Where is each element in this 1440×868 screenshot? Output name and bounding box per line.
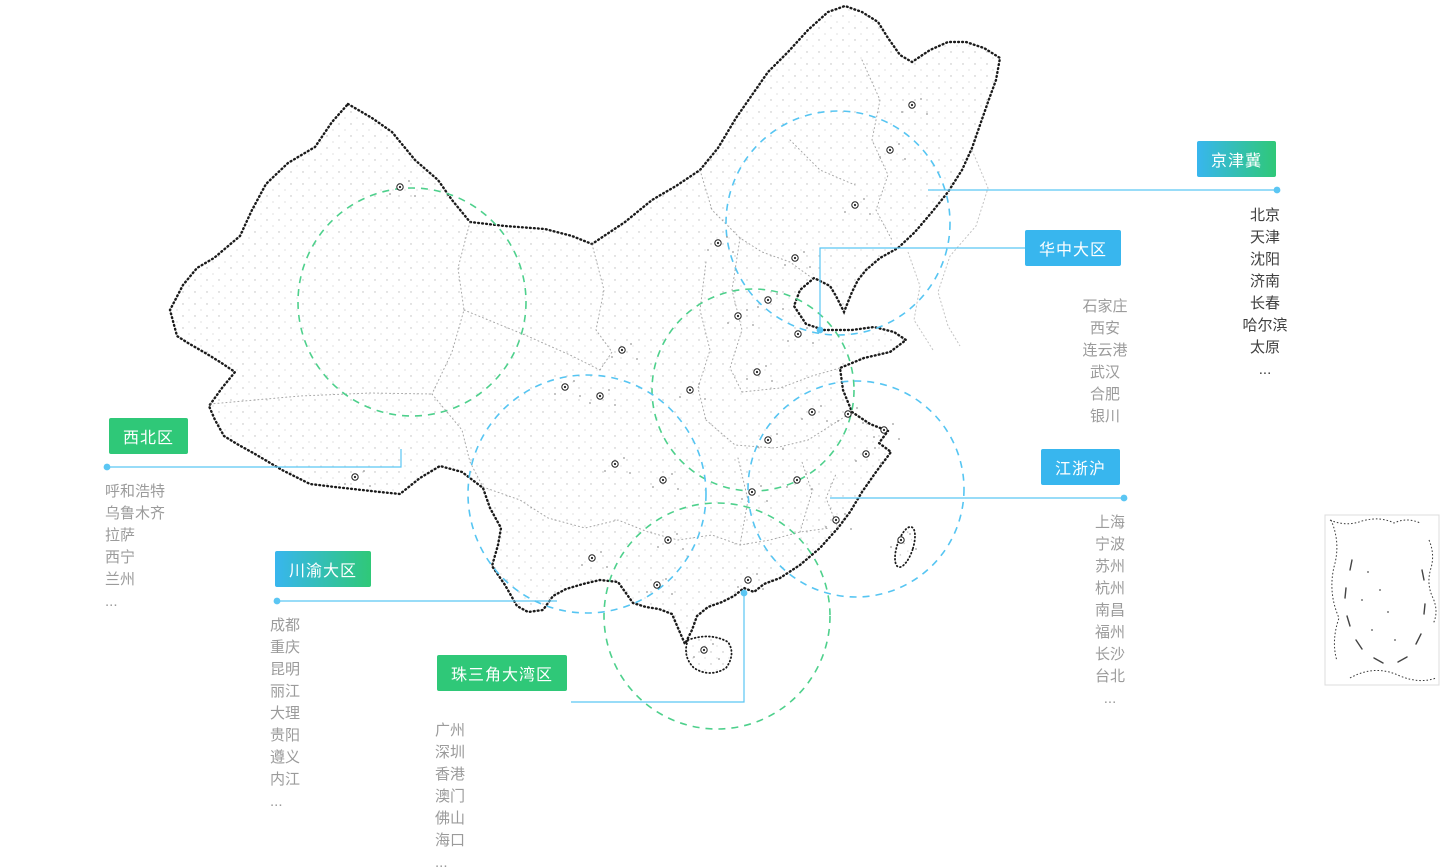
city-item: 台北	[1094, 668, 1125, 685]
circle-chuanyu	[467, 374, 707, 614]
region-label-chuanyu[interactable]: 川渝大区	[275, 551, 372, 587]
region-label-zhusanjiao[interactable]: 珠三角大湾区	[437, 655, 568, 691]
city-item: 哈尔滨	[1242, 317, 1288, 334]
city-item: 拉萨	[105, 527, 136, 544]
connector-zhusanjiao	[571, 593, 745, 703]
city-item: 遵义	[270, 749, 301, 766]
city-list-xibei: 呼和浩特乌鲁木齐拉萨西宁兰州...	[105, 481, 165, 613]
city-item: ...	[435, 854, 448, 868]
city-item: 兰州	[105, 571, 136, 588]
city-item: 昆明	[270, 661, 301, 678]
inset-islands	[1361, 571, 1396, 641]
city-item: 银川	[1089, 408, 1120, 425]
city-item: 贵阳	[270, 727, 301, 744]
city-item: 武汉	[1089, 364, 1120, 381]
city-markers	[344, 98, 928, 660]
city-list-jingjinji: 北京天津沈阳济南长春哈尔滨太原...	[1205, 205, 1325, 381]
city-item: 长春	[1249, 295, 1280, 312]
region-circles	[297, 110, 965, 730]
city-list-chuanyu: 成都重庆昆明丽江大理贵阳遵义内江...	[270, 615, 300, 813]
city-item: 沈阳	[1249, 251, 1280, 268]
city-item: 杭州	[1094, 580, 1125, 597]
city-list-jiangzhehu: 上海宁波苏州杭州南昌福州长沙台北...	[1050, 512, 1170, 710]
city-item: 成都	[270, 617, 301, 634]
city-item: 长沙	[1094, 646, 1125, 663]
city-item: 石家庄	[1082, 298, 1128, 315]
city-item: 乌鲁木齐	[105, 505, 166, 522]
city-item: 内江	[270, 771, 301, 788]
city-item: 海口	[435, 832, 466, 849]
label-connectors	[103, 186, 1281, 703]
city-item: 苏州	[1094, 558, 1125, 575]
city-item: 呼和浩特	[105, 483, 166, 500]
region-label-xibei[interactable]: 西北区	[109, 418, 189, 454]
city-item: 宁波	[1094, 536, 1125, 553]
neighbor-coastlines	[907, 149, 989, 351]
city-item: 合肥	[1089, 386, 1120, 403]
china-outline	[168, 4, 1002, 647]
city-item: ...	[1258, 361, 1272, 378]
region-label-jiangzhehu[interactable]: 江浙沪	[1041, 449, 1121, 485]
city-item: 天津	[1249, 229, 1280, 246]
city-item: 香港	[435, 766, 466, 783]
circle-zhusanjiao	[603, 502, 831, 730]
city-item: 南昌	[1094, 602, 1125, 619]
city-item: 深圳	[435, 744, 466, 761]
city-item: 重庆	[270, 639, 301, 656]
city-item: 佛山	[435, 810, 466, 827]
region-label-huazhong[interactable]: 华中大区	[1025, 230, 1122, 266]
city-item: ...	[105, 593, 118, 610]
circle-jiangzhehu	[747, 380, 965, 598]
hainan-island	[685, 635, 733, 674]
south-china-sea-inset	[1324, 514, 1440, 686]
circle-xibei	[297, 187, 527, 417]
connector-huazhong	[819, 247, 1025, 328]
city-item: 西宁	[105, 549, 136, 566]
connector-xibei	[107, 449, 402, 468]
city-item: 澳门	[435, 788, 466, 805]
city-item: 大理	[270, 705, 301, 722]
city-list-huazhong: 石家庄西安连云港武汉合肥银川	[1045, 296, 1165, 428]
city-item: 太原	[1249, 339, 1280, 356]
city-item: 西安	[1089, 320, 1120, 337]
city-item: ...	[1103, 690, 1117, 707]
region-label-jingjinji[interactable]: 京津冀	[1197, 141, 1277, 177]
taiwan-island	[894, 525, 916, 569]
city-item: 广州	[435, 722, 466, 739]
city-item: 丽江	[270, 683, 301, 700]
city-item: 北京	[1249, 207, 1280, 224]
city-item: 福州	[1094, 624, 1125, 641]
city-item: ...	[270, 793, 283, 810]
city-item: 上海	[1094, 514, 1125, 531]
city-list-zhusanjiao: 广州深圳香港澳门佛山海口...	[435, 720, 465, 868]
nine-dash-line	[1344, 559, 1426, 664]
city-item: 连云港	[1082, 342, 1128, 359]
city-item: 济南	[1249, 273, 1280, 290]
